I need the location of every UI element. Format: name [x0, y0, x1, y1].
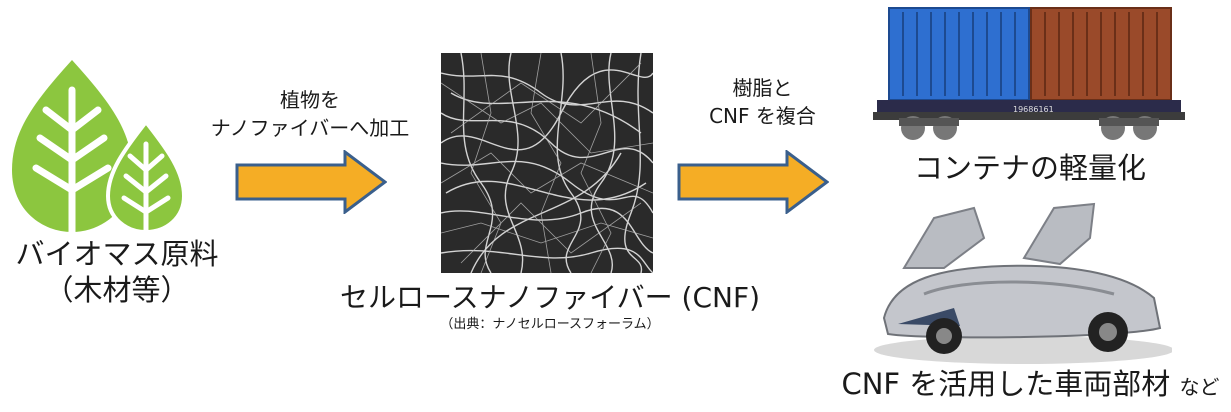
car-parts-label-main: CNF を活用した車両部材: [841, 367, 1171, 401]
process-arrow-1: [235, 150, 387, 214]
cnf-micrograph-image: [441, 53, 653, 273]
cnf-label: セルロースナノファイバー (CNF): [340, 281, 760, 314]
step1-label: 植物を ナノファイバーへ加工: [195, 86, 425, 142]
biomass-label-line2: （木材等）: [44, 273, 190, 307]
step2-label-line2: CNF を複合: [709, 104, 816, 128]
step2-label-line1: 樹脂と: [732, 76, 793, 100]
container-label: コンテナの軽量化: [913, 151, 1146, 185]
step1-label-line2: ナノファイバーへ加工: [210, 116, 410, 140]
step1-label-line1: 植物を: [280, 88, 340, 112]
concept-car-image: [874, 202, 1172, 364]
cnf-source-note: （出典：ナノセルロースフォーラム）: [440, 317, 660, 332]
leaves-icon: [12, 60, 187, 236]
step2-label: 樹脂と CNF を複合: [670, 74, 855, 130]
process-arrow-2: [677, 150, 829, 214]
car-parts-label-suffix: など: [1179, 375, 1220, 399]
biomass-label-line1: バイオマス原料: [15, 237, 219, 271]
container-plate-text: 19686161: [1013, 105, 1054, 114]
car-parts-label: CNF を活用した車両部材 など: [830, 366, 1231, 405]
container-railcar-image: 19686161: [873, 7, 1185, 140]
biomass-label: バイオマス原料 （木材等）: [0, 236, 234, 308]
